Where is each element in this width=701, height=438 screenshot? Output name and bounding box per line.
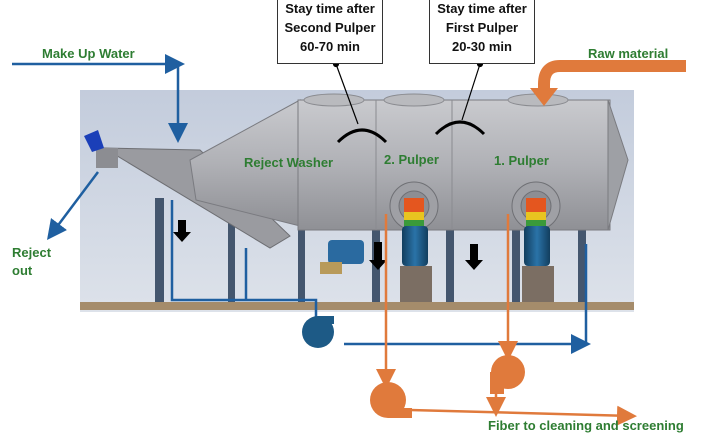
reject-washer-label: Reject Washer (244, 155, 334, 170)
screw-drive-motor (84, 130, 104, 152)
fiber-output-line (409, 405, 637, 426)
water-pump (302, 316, 334, 348)
callout-first-line1: Stay time after (437, 1, 527, 16)
floor (80, 302, 634, 310)
callout-first-line3: 20-30 min (452, 39, 512, 54)
pulper-1-label: 1. Pulper (494, 153, 549, 168)
pulper-drive-2 (389, 181, 439, 266)
pulper-2-label: 2. Pulper (384, 152, 439, 167)
fiber-pump-lower (370, 382, 412, 418)
stay-time-arcs (336, 120, 486, 144)
make-up-water-label: Make Up Water (42, 46, 135, 61)
raw-material-arrowhead (530, 88, 558, 106)
pedestal-1 (522, 266, 554, 302)
reject-out-label-line1: Reject (12, 245, 52, 260)
washer-pump (320, 240, 364, 274)
water-lines (12, 54, 591, 354)
pulper-drive-1 (511, 181, 561, 266)
reject-out-label-line2: out (12, 263, 33, 278)
callout-first-line2: First Pulper (445, 20, 519, 35)
pedestal-2 (400, 266, 432, 302)
motor-1 (524, 226, 550, 266)
fiber-pump-upper (490, 355, 525, 394)
reject-out-arrow (47, 171, 99, 240)
callout-second-pulper: Stay time after Second Pulper 60-70 min (277, 0, 383, 64)
callout-second-line3: 60-70 min (300, 39, 360, 54)
drain-arrows (173, 220, 483, 270)
callout-first-pulper: Stay time after First Pulper 20-30 min (429, 0, 535, 64)
raw-material-feed (538, 60, 686, 90)
callout-second-line2: Second Pulper (284, 20, 376, 35)
fiber-pumps (370, 355, 525, 418)
raw-material-label: Raw material (588, 46, 669, 61)
callout-second-line1: Stay time after (285, 1, 375, 16)
fiber-output-label: Fiber to cleaning and screening (488, 418, 684, 433)
motor-2 (402, 226, 428, 266)
